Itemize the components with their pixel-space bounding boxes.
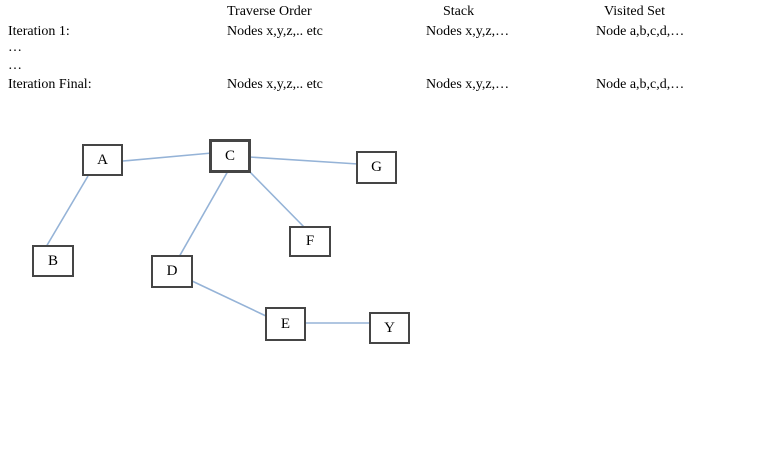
- iteration-final-traverse-order: Nodes x,y,z,.. etc: [227, 77, 323, 92]
- iteration-1-visited-set: Node a,b,c,d,…: [596, 24, 685, 39]
- node-label-f: F: [305, 233, 315, 249]
- ellipsis-row-1: …: [8, 40, 22, 55]
- ellipsis-row-2: …: [8, 58, 22, 73]
- graph-node-b: B: [32, 245, 74, 277]
- graph-node-y: Y: [369, 312, 410, 344]
- node-label-a: A: [97, 151, 108, 168]
- column-header-stack: Stack: [443, 4, 475, 19]
- edge-a-c: [122, 152, 213, 162]
- graph-node-f: F: [289, 226, 331, 257]
- column-header-visited-set: Visited Set: [604, 4, 665, 19]
- edge-a-b: [45, 175, 89, 248]
- edge-c-d: [178, 170, 229, 258]
- node-label-e: E: [280, 315, 291, 332]
- edge-c-f: [247, 169, 306, 229]
- node-label-g: G: [371, 159, 382, 175]
- iteration-1-stack: Nodes x,y,z,…: [426, 24, 510, 39]
- node-label-c: C: [224, 147, 235, 164]
- row-label-iteration-1: Iteration 1:: [8, 24, 70, 39]
- graph-node-a: A: [82, 144, 123, 176]
- node-label-y: Y: [384, 319, 395, 336]
- node-label-b: B: [47, 252, 58, 269]
- iteration-final-stack: Nodes x,y,z,…: [426, 77, 510, 92]
- column-header-traverse-order: Traverse Order: [227, 4, 312, 19]
- edge-c-g: [248, 156, 359, 165]
- graph-node-d: D: [151, 255, 193, 288]
- iteration-final-visited-set: Node a,b,c,d,…: [596, 77, 685, 92]
- row-label-iteration-final: Iteration Final:: [8, 77, 92, 92]
- graph-node-e: E: [265, 307, 306, 341]
- graph-node-c: C: [209, 139, 251, 173]
- node-label-d: D: [166, 263, 178, 279]
- graph-node-g: G: [356, 151, 397, 184]
- edge-d-e: [191, 280, 267, 317]
- iteration-1-traverse-order: Nodes x,y,z,.. etc: [227, 24, 323, 39]
